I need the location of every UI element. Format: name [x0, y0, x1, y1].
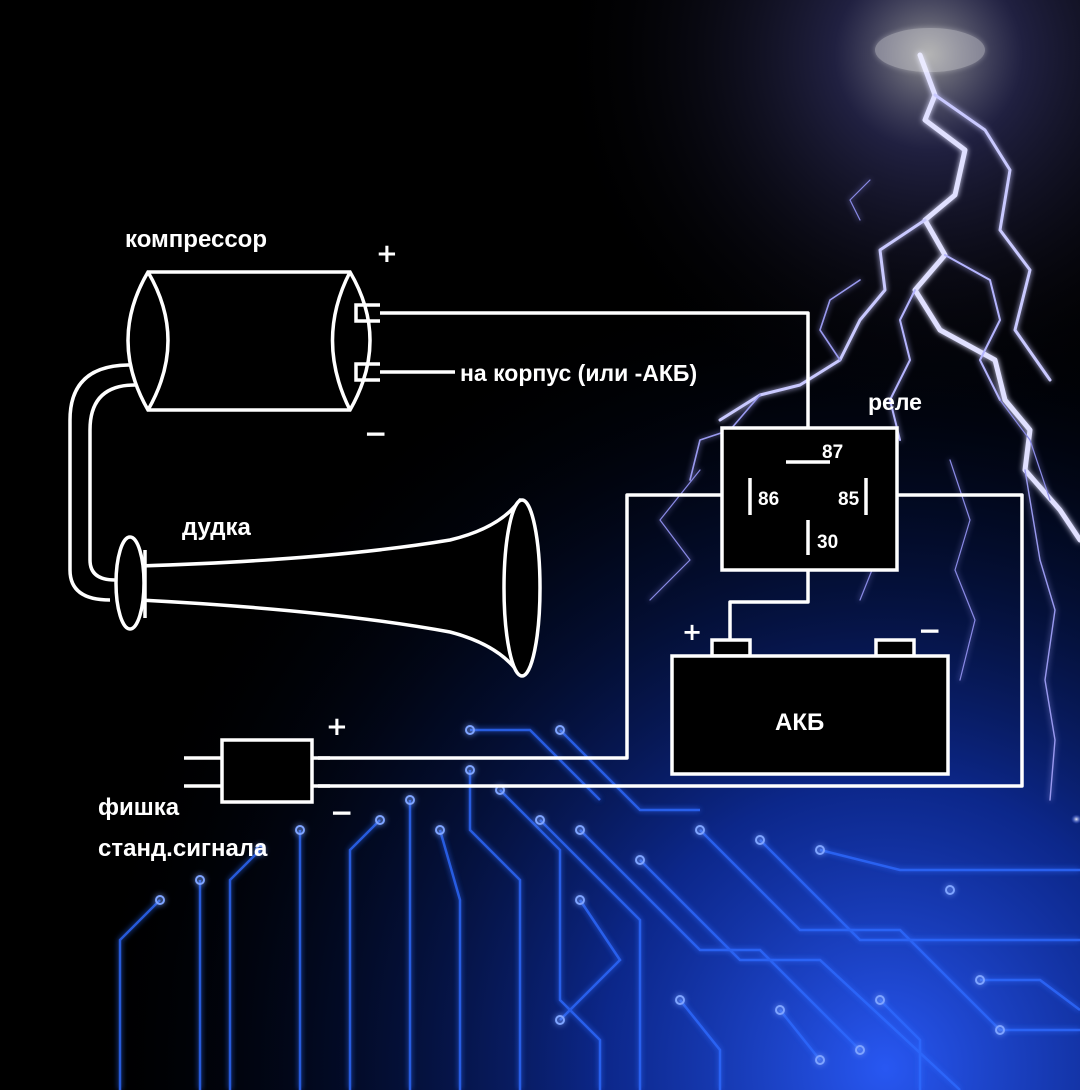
- relay-pin-30: 30: [817, 532, 838, 553]
- compressor: [126, 270, 380, 412]
- horn-label: дудка: [182, 514, 252, 541]
- battery: [670, 638, 950, 776]
- connector-minus-sign: −: [330, 796, 353, 829]
- ground-label: на корпус (или -АКБ): [460, 360, 697, 386]
- connector-label-line1: фишка: [98, 794, 180, 821]
- relay-pin-85: 85: [838, 489, 860, 510]
- compressor-plus-sign: +: [376, 239, 398, 269]
- lightning-flash: [875, 28, 985, 72]
- circuit-traces: [118, 728, 1080, 1090]
- horn: [114, 498, 542, 678]
- compressor-minus-sign: −: [364, 417, 387, 450]
- relay: [720, 426, 899, 572]
- air-tube: [68, 363, 136, 602]
- relay-pin-87: 87: [822, 442, 843, 463]
- battery-label: АКБ: [775, 709, 824, 736]
- battery-minus-sign: −: [918, 614, 941, 647]
- circuit-nodes: [155, 725, 1005, 1065]
- compressor-label: компрессор: [125, 226, 267, 253]
- strike-glow: [990, 760, 1080, 840]
- wire-relay-86-connector: [318, 493, 750, 760]
- relay-label: реле: [868, 389, 922, 415]
- connector-plus-sign: +: [326, 712, 348, 742]
- connector-label-line2: станд.сигнала: [98, 835, 268, 862]
- connector-plug: [184, 738, 330, 804]
- battery-plus-sign: +: [682, 618, 702, 646]
- wire-compressor-plus: [380, 311, 810, 462]
- wire-relay-85-connector: [318, 493, 1024, 788]
- relay-pin-86: 86: [758, 489, 779, 510]
- lightning-bolt: [649, 52, 1080, 801]
